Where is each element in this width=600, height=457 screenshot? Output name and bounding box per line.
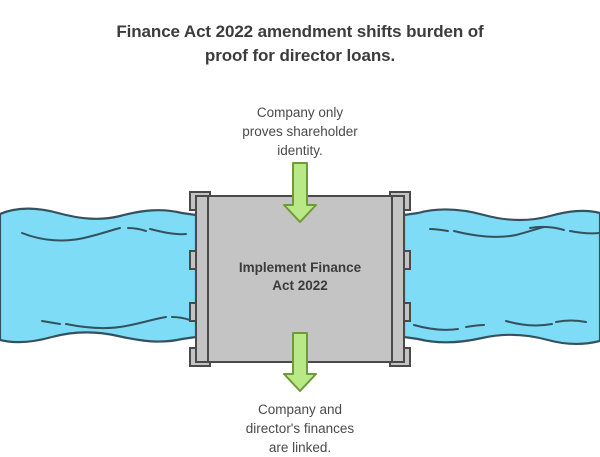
bottom-annotation-line-1: Company and xyxy=(257,402,343,417)
downward-arrow-into-dam xyxy=(283,162,317,223)
top-annotation-line-1: Company only xyxy=(256,105,344,120)
top-annotation-line-3: identity. xyxy=(277,143,323,158)
bottom-annotation-line-3: are linked. xyxy=(268,440,332,455)
right-water-body xyxy=(402,208,600,345)
left-water-body xyxy=(0,207,198,344)
dam-gate-label: Implement Finance Act 2022 xyxy=(210,259,390,295)
bottom-annotation: Company and director's finances are link… xyxy=(195,400,405,457)
dam-gate-label-line-2: Act 2022 xyxy=(272,278,328,293)
dam-gate-label-line-1: Implement Finance xyxy=(238,260,362,275)
page-title-line-1: Finance Act 2022 amendment shifts burden… xyxy=(116,22,484,41)
bottom-annotation-line-2: director's finances xyxy=(245,421,355,436)
top-annotation: Company only proves shareholder identity… xyxy=(195,103,405,160)
downward-arrow-out-of-dam xyxy=(283,332,317,392)
top-annotation-line-2: proves shareholder xyxy=(242,124,358,139)
page-title-line-2: proof for director loans. xyxy=(204,46,396,65)
page-title: Finance Act 2022 amendment shifts burden… xyxy=(60,20,540,68)
dam-gate-body xyxy=(207,195,393,363)
dam-structure xyxy=(189,191,411,367)
